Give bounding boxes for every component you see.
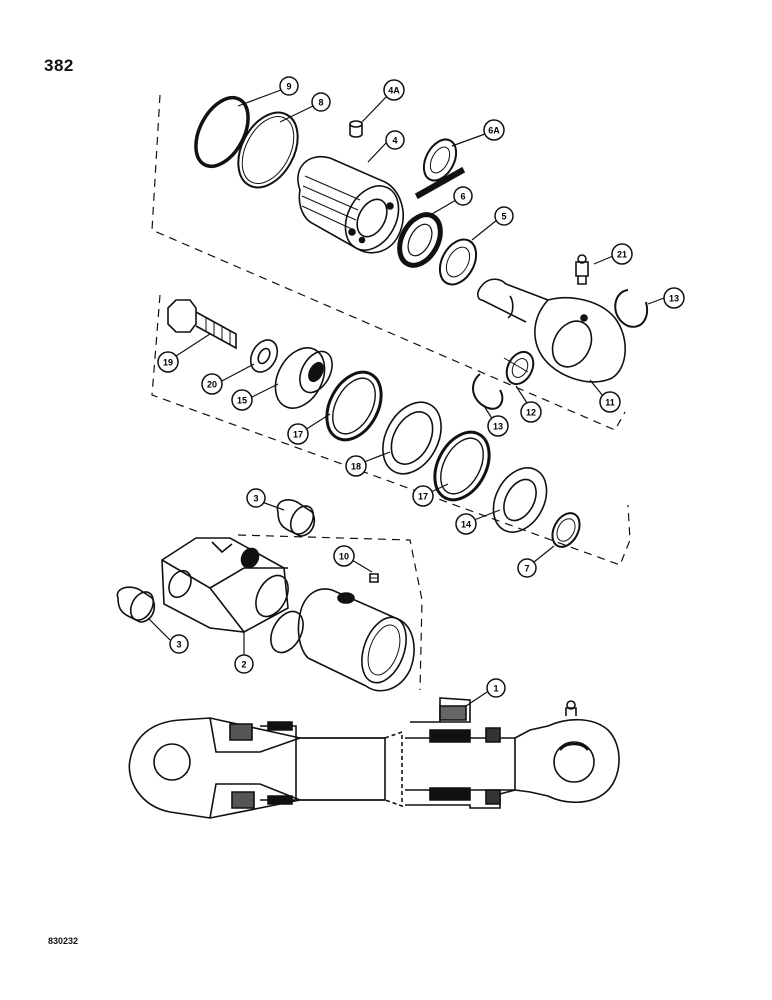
callout-2-label: 2	[241, 660, 246, 670]
assembled-cylinder	[128, 697, 620, 819]
callout-15-label: 15	[237, 396, 247, 406]
callout-13-top-label: 13	[669, 294, 679, 304]
callout-18-label: 18	[351, 462, 361, 472]
callout-17-left-label: 17	[293, 430, 303, 440]
callout-20: 20	[201, 373, 223, 395]
piston-group-outline	[151, 294, 631, 566]
callout-4-label: 4	[392, 136, 397, 146]
callout-11-label: 11	[605, 398, 615, 408]
callout-8: 8	[311, 92, 331, 112]
callout-12: 12	[520, 401, 542, 423]
grease-fitting-21	[575, 254, 589, 285]
callout-6a-label: 6A	[488, 126, 500, 136]
callout-14-label: 14	[461, 520, 471, 530]
seal-17-left	[325, 370, 383, 442]
callout-2: 2	[234, 654, 254, 674]
callout-13-top: 13	[663, 287, 685, 309]
callout-14: 14	[455, 513, 477, 535]
callout-21-label: 21	[617, 250, 627, 260]
o-ring-9	[194, 95, 250, 169]
callout-3-upper: 3	[246, 488, 266, 508]
snap-ring-13-bottom	[472, 373, 504, 410]
callout-17-left: 17	[287, 423, 309, 445]
bushing-7	[551, 512, 581, 548]
bushing-3-lower	[116, 586, 156, 623]
callout-6-label: 6	[460, 192, 465, 202]
callout-11: 11	[599, 391, 621, 413]
piston-ring-18	[382, 401, 442, 475]
callout-3-lower: 3	[169, 634, 189, 654]
bolt-19	[167, 299, 237, 350]
gland-4	[297, 155, 404, 254]
piston-14	[492, 467, 548, 533]
callout-6: 6	[453, 186, 473, 206]
callout-19-label: 19	[163, 358, 173, 368]
callout-12-label: 12	[526, 408, 536, 418]
callout-9: 9	[279, 76, 299, 96]
callout-8-label: 8	[318, 98, 323, 108]
piston-15	[274, 347, 333, 409]
callout-13-bottom-label: 13	[493, 422, 503, 432]
callout-3-upper-label: 3	[253, 494, 258, 504]
barrel-end-2	[161, 537, 289, 633]
wiper-strip	[414, 166, 466, 200]
callout-5: 5	[494, 206, 514, 226]
callout-13-bottom: 13	[487, 415, 509, 437]
bushing-12	[503, 350, 535, 386]
callout-7-label: 7	[524, 564, 529, 574]
callout-21: 21	[611, 243, 633, 265]
callout-7: 7	[517, 558, 537, 578]
leader-lines	[147, 89, 665, 707]
callout-20-label: 20	[207, 380, 217, 390]
snap-ring-13-top	[614, 289, 648, 328]
callout-4: 4	[385, 130, 405, 150]
gland-group-outline	[151, 94, 626, 431]
callout-17-right-label: 17	[418, 492, 428, 502]
document-code: 830232	[48, 936, 79, 946]
backup-ring-8	[237, 111, 299, 189]
callout-4a: 4A	[383, 79, 405, 101]
bushing-3-upper	[276, 499, 316, 537]
callout-1-label: 1	[493, 684, 498, 694]
callout-4a-label: 4A	[388, 86, 400, 96]
seal-6	[397, 212, 443, 268]
callout-15: 15	[231, 389, 253, 411]
callout-3-lower-label: 3	[176, 640, 181, 650]
washer-20	[249, 339, 279, 373]
callout-10: 10	[333, 545, 355, 567]
callout-6a: 6A	[483, 119, 505, 141]
plug-10	[369, 573, 379, 583]
callout-5-label: 5	[501, 212, 506, 222]
plug-4a	[349, 120, 363, 138]
callout-9-label: 9	[286, 82, 291, 92]
bushing-5	[438, 238, 478, 286]
callout-17-right: 17	[412, 485, 434, 507]
callout-10-label: 10	[339, 552, 349, 562]
callout-18: 18	[345, 455, 367, 477]
rod-11	[477, 278, 626, 383]
barrel-tube	[270, 588, 415, 692]
page-number: 382	[44, 56, 74, 75]
wiper-6a	[422, 138, 458, 182]
barrel-group-outline	[237, 534, 423, 691]
callout-1: 1	[486, 678, 506, 698]
callout-19: 19	[157, 351, 179, 373]
seal-17-right	[433, 430, 491, 502]
